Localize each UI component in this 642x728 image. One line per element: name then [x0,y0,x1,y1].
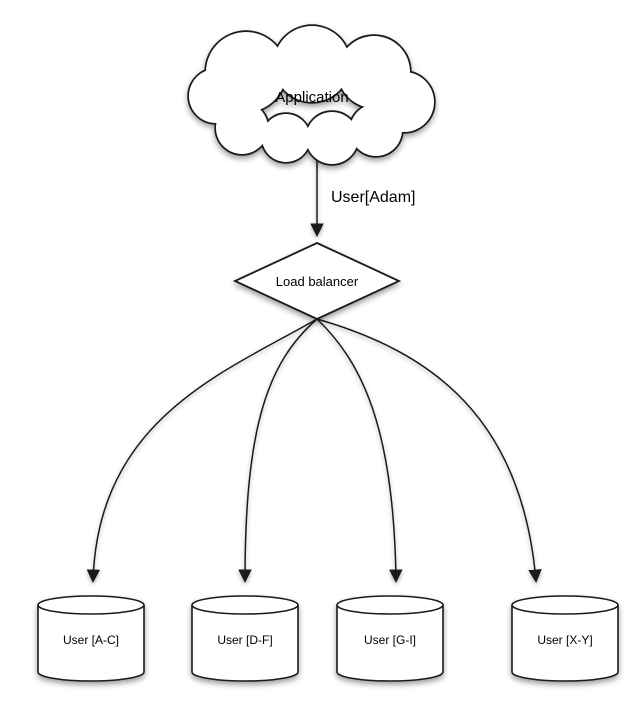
db-cylinder-top [191,595,299,615]
shard-db-node-2: User [D-F] [191,595,299,682]
db-cylinder-body [37,605,145,682]
shard-label-2: User [D-F] [217,633,272,647]
shard-db-node-3: User [G-I] [336,595,444,682]
lb-to-shard-arrow-4 [316,318,542,584]
load-balancer-label: Load balancer [276,274,359,289]
shard-label-3: User [G-I] [364,633,416,647]
load-balancer-node: Load balancer [232,242,402,320]
db-cylinder-top [37,595,145,615]
db-cylinder-top [336,595,444,615]
db-cylinder-body [191,605,299,682]
shard-label-1: User [A-C] [63,633,119,647]
lb-to-shard-arrow-3 [316,318,403,584]
cloud-fill [189,26,434,164]
db-cylinder-body [336,605,444,682]
lb-to-shard-arrow-1 [86,318,318,584]
lb-to-shard-arrow-2 [238,318,318,584]
shard-label-4: User [X-Y] [537,633,592,647]
shard-db-node-4: User [X-Y] [511,595,619,682]
application-label: Application [275,89,348,106]
app-to-lb-edge-label: User[Adam] [331,189,415,206]
application-node: Application [187,24,436,166]
load-balancer-diamond [232,242,402,320]
shard-db-node-1: User [A-C] [37,595,145,682]
db-cylinder-body [511,605,619,682]
edges-layer [86,158,542,584]
db-cylinder-top [511,595,619,615]
